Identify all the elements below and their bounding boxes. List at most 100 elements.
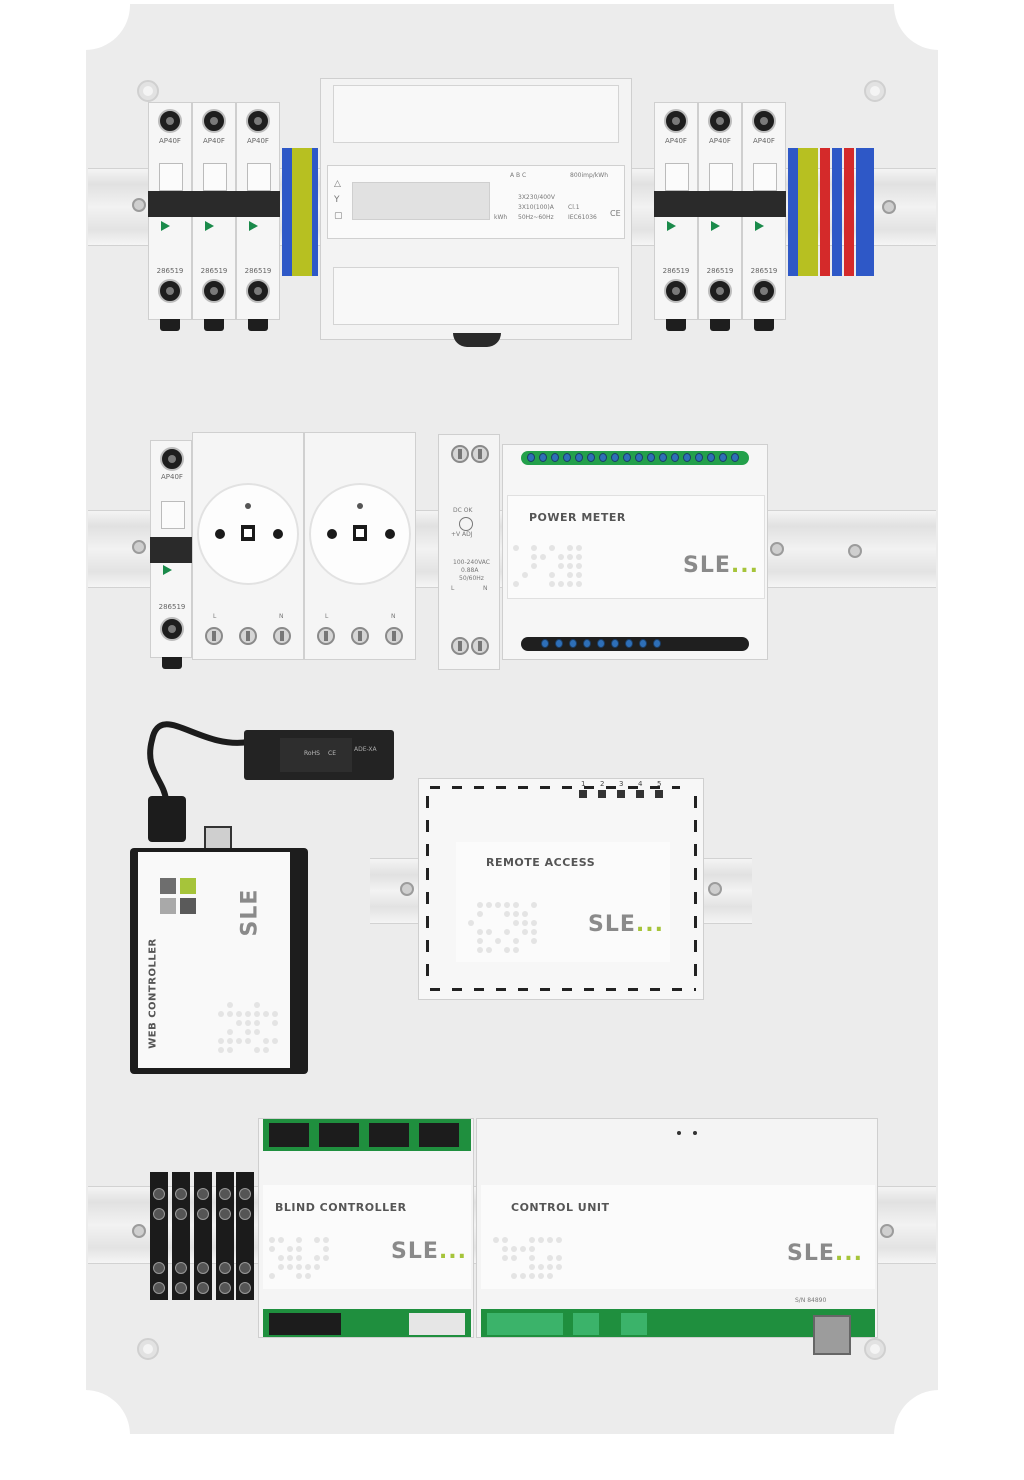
screw-terminal-block — [573, 1313, 599, 1335]
rail-screw-icon — [400, 882, 414, 896]
socket-hole — [385, 529, 395, 539]
terminal-block-blue — [788, 148, 798, 276]
din-clip — [754, 319, 774, 331]
breaker-lever[interactable] — [236, 191, 280, 217]
terminal-screw-icon — [202, 279, 226, 303]
screw-terminal-block — [419, 1123, 459, 1147]
rail-screw-icon — [848, 544, 862, 558]
status-arrow-icon — [755, 221, 764, 231]
logo-square-icon — [180, 878, 196, 894]
terminal-screw-icon — [317, 627, 335, 645]
terminal-strip — [521, 637, 749, 651]
breaker-lever[interactable] — [742, 191, 786, 217]
circuit-breaker: AP40F 286519 — [236, 102, 280, 320]
terminal-block-blue — [282, 148, 292, 276]
terminal-block-blue — [312, 148, 318, 276]
terminal-block-earth — [302, 148, 312, 276]
terminal-screw-icon — [158, 279, 182, 303]
breaker-window — [203, 163, 227, 191]
socket-earth-pin — [245, 503, 251, 509]
circuit-breaker: AP40F 286519 — [148, 102, 192, 320]
circuit-breaker: AP40F 286519 — [192, 102, 236, 320]
terminal-block-black — [194, 1172, 212, 1300]
breaker-lever[interactable] — [150, 537, 194, 563]
screw-terminal-block — [269, 1313, 341, 1335]
screw-terminal-block — [487, 1313, 563, 1335]
vent-slots — [430, 786, 680, 789]
breaker-window — [753, 163, 777, 191]
ethernet-port-icon — [813, 1315, 851, 1355]
terminal-block-blue — [856, 148, 866, 276]
terminal-screw-icon — [160, 447, 184, 471]
terminal-block-blue — [832, 148, 842, 276]
socket-face — [197, 483, 299, 585]
control-unit-module: CONTROL UNIT SLE... S/N 84890 — [476, 1118, 878, 1338]
meter-face: △ Y ▢ A B C 800imp/kWh 3X230/400V 3X10(1… — [327, 165, 625, 239]
din-clip — [160, 319, 180, 331]
sle-logo: SLE... — [787, 1241, 863, 1266]
vent-slots — [426, 796, 429, 986]
terminal-screw-icon — [451, 445, 469, 463]
energy-meter: △ Y ▢ A B C 800imp/kWh 3X230/400V 3X10(1… — [320, 78, 632, 340]
sle-logo: SLE... — [588, 912, 664, 937]
panel-corner-cutout — [894, 1390, 984, 1480]
warning-icon: △ — [334, 180, 341, 188]
logo-square-icon — [180, 898, 196, 914]
status-arrow-icon — [711, 221, 720, 231]
status-arrow-icon — [249, 221, 258, 231]
terminal-screw-icon — [708, 109, 732, 133]
web-controller-face: SLE WEB CONTROLLER — [138, 852, 290, 1068]
din-power-socket: L N — [304, 432, 416, 660]
square-icon: ▢ — [334, 212, 343, 220]
router-front-panel: REMOTE ACCESS SLE... — [456, 842, 670, 962]
socket-earth-pin — [357, 503, 363, 509]
breaker-lever[interactable] — [192, 191, 236, 217]
power-meter-module: POWER METER SLE... — [502, 444, 768, 660]
breaker-lever[interactable] — [654, 191, 698, 217]
breaker-window — [247, 163, 271, 191]
din-clip — [710, 319, 730, 331]
terminal-screw-icon — [202, 109, 226, 133]
ethernet-port-icon — [204, 826, 232, 850]
port-led — [598, 790, 606, 798]
circuit-breaker: AP40F 286519 — [150, 440, 192, 658]
rail-screw-icon — [132, 1224, 146, 1238]
status-arrow-icon — [667, 221, 676, 231]
terminal-screw-icon — [239, 627, 257, 645]
din-clip — [666, 319, 686, 331]
sle-logo: SLE... — [391, 1239, 467, 1264]
terminal-screw-icon — [158, 109, 182, 133]
rail-screw-icon — [882, 200, 896, 214]
terminal-screw-icon — [451, 637, 469, 655]
status-arrow-icon — [205, 221, 214, 231]
screw-terminal-block — [409, 1313, 465, 1335]
screw-terminal-block — [621, 1313, 647, 1335]
breaker-window — [159, 163, 183, 191]
meter-top-cover — [333, 85, 619, 143]
terminal-block-black — [216, 1172, 234, 1300]
port-led — [579, 790, 587, 798]
terminal-block-blue — [866, 148, 874, 276]
antenna-icon: Y — [334, 196, 340, 204]
breaker-lever[interactable] — [148, 191, 192, 217]
rail-screw-icon — [770, 542, 784, 556]
circuit-breaker: AP40F 286519 — [654, 102, 698, 320]
terminal-screw-icon — [246, 109, 270, 133]
din-power-supply: DC OK +V ADJ 100-240VAC 0.88A 50/60Hz L … — [438, 434, 500, 670]
terminal-screw-icon — [205, 627, 223, 645]
socket-earth-contact — [353, 525, 367, 541]
terminal-screw-icon — [708, 279, 732, 303]
panel-corner-cutout — [40, 1390, 130, 1480]
screw-terminal-block — [369, 1123, 409, 1147]
mounting-screw-icon — [864, 1338, 886, 1360]
din-power-socket: L N — [192, 432, 304, 660]
port-led — [617, 790, 625, 798]
din-clip — [204, 319, 224, 331]
logo-square-icon — [160, 878, 176, 894]
terminal-screw-icon — [160, 617, 184, 641]
breaker-lever[interactable] — [698, 191, 742, 217]
vent-slots — [430, 988, 696, 991]
rail-screw-icon — [132, 198, 146, 212]
voltage-adjust-knob[interactable] — [459, 517, 473, 531]
rail-screw-icon — [880, 1224, 894, 1238]
